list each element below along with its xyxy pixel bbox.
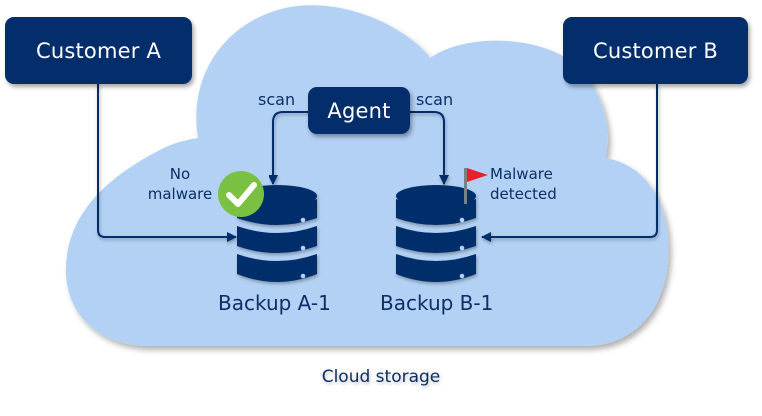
connector-customer-a-to-backup-a (97, 84, 237, 242)
scan-label-right: scan (416, 90, 454, 109)
status-line: No (169, 165, 191, 183)
agent-box: Agent (308, 87, 410, 134)
scan-label-left: scan (258, 90, 296, 109)
customer-b-box: Customer B (563, 17, 748, 84)
customer-a-box: Customer A (5, 17, 192, 84)
connector-agent-scan-a (268, 111, 310, 185)
connector-agent-scan-b (408, 111, 449, 185)
backup-b-label: Backup B-1 (380, 291, 494, 315)
backup-a-label: Backup A-1 (218, 291, 331, 315)
red-flag-icon (464, 168, 488, 204)
agent-label: Agent (327, 98, 391, 123)
customer-b-label: Customer B (592, 38, 719, 63)
database-icon-backup-b (396, 185, 476, 282)
status-line: detected (490, 185, 557, 203)
check-circle-icon (218, 171, 264, 217)
backup-b-status: Malware detected (490, 164, 557, 204)
backup-a-status: No malware (145, 164, 215, 204)
cloud-storage-shape (65, 5, 669, 346)
status-line: Malware (490, 165, 553, 183)
status-line: malware (147, 185, 213, 203)
customer-a-label: Customer A (35, 38, 162, 63)
cloud-storage-caption: Cloud storage (321, 367, 441, 387)
connector-customer-b-to-backup-b (481, 84, 658, 242)
